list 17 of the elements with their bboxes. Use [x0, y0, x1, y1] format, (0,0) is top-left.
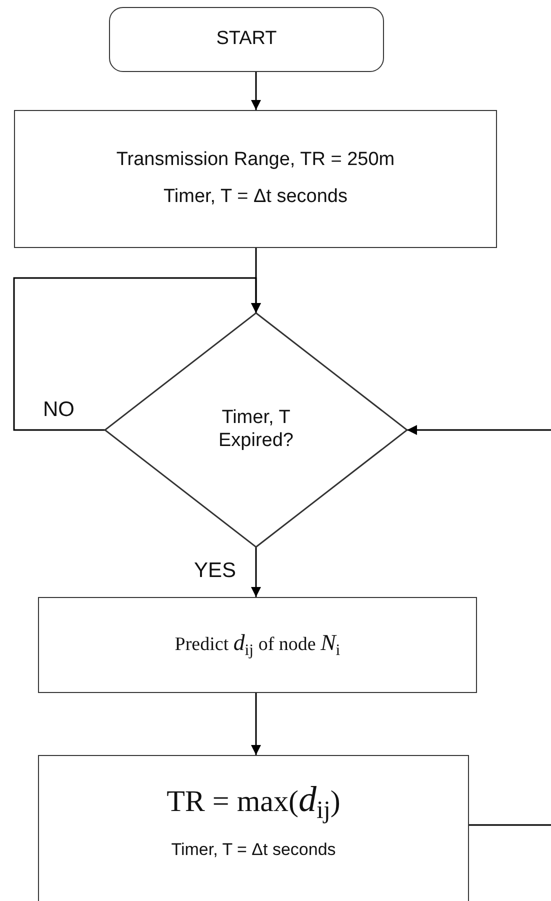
node-text: Predict d$_{ij}$ of node N$_{i}$ — [174, 629, 340, 661]
process-box — [14, 110, 497, 248]
process-box — [38, 597, 477, 693]
arrow — [13, 277, 261, 431]
arrow — [251, 693, 261, 755]
node-text: Timer, T = Δt seconds — [164, 186, 348, 209]
node-text: START — [216, 28, 277, 51]
node-text: TR = max(d$_{ij}$) — [166, 778, 340, 826]
arrow — [251, 547, 261, 597]
arrow — [407, 425, 551, 826]
decision-diamond — [105, 313, 407, 547]
node-text: Timer, T = Δt seconds — [171, 840, 336, 860]
node-text: Timer, T Expired? — [218, 407, 294, 453]
node-text: Transmission Range, TR = 250m — [116, 149, 395, 172]
process-box — [38, 755, 469, 901]
start-terminal — [109, 7, 384, 72]
arrow — [251, 72, 261, 110]
